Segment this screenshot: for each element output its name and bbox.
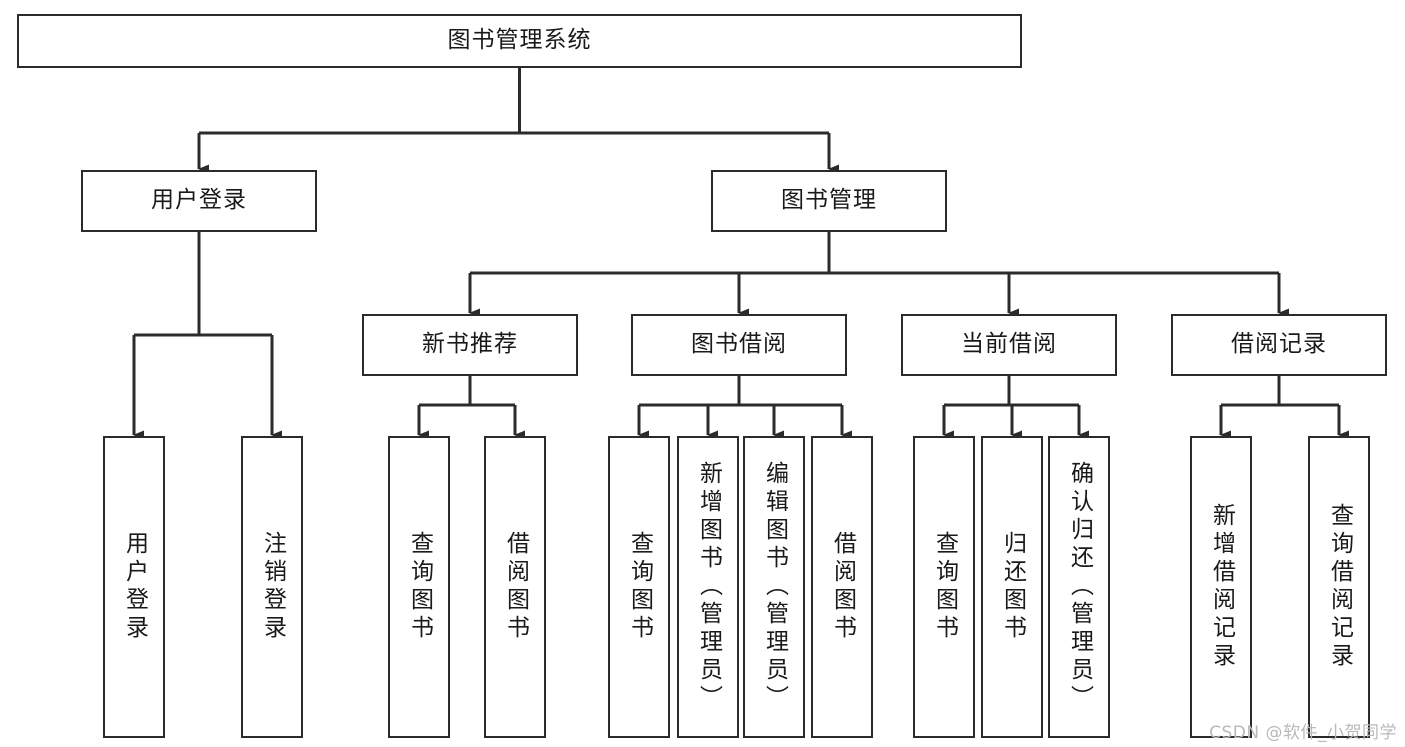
node-label: 借阅图书 [502, 531, 529, 643]
node-label: 图书管理 [781, 187, 877, 214]
node-label: 图书借阅 [691, 331, 787, 358]
node-label: 查询借阅记录 [1326, 503, 1353, 671]
node-leaf-bo-query: 查询图书 [608, 436, 670, 738]
node-label: 用户登录 [121, 531, 148, 643]
node-newbook: 新书推荐 [362, 314, 578, 376]
node-label: 归还图书 [999, 531, 1026, 643]
node-label: 查询图书 [931, 531, 958, 643]
node-label: 查询图书 [626, 531, 653, 643]
node-leaf-bo-add: 新增图书（管理员） [677, 436, 739, 738]
node-label: 新书推荐 [422, 331, 518, 358]
node-label: 编辑图书（管理员） [761, 461, 788, 713]
node-leaf-nb-borrow: 借阅图书 [484, 436, 546, 738]
node-leaf-cu-query: 查询图书 [913, 436, 975, 738]
node-label: 借阅记录 [1231, 331, 1327, 358]
node-login: 用户登录 [81, 170, 317, 232]
node-label: 用户登录 [151, 187, 247, 214]
node-leaf-bo-edit: 编辑图书（管理员） [743, 436, 805, 738]
node-label: 注销登录 [259, 531, 286, 643]
node-current: 当前借阅 [901, 314, 1117, 376]
node-label: 确认归还（管理员） [1066, 461, 1093, 713]
node-leaf-re-query: 查询借阅记录 [1308, 436, 1370, 738]
node-leaf-bo-borrow: 借阅图书 [811, 436, 873, 738]
node-label: 借阅图书 [829, 531, 856, 643]
node-leaf-cu-confirm: 确认归还（管理员） [1048, 436, 1110, 738]
node-label: 图书管理系统 [447, 27, 592, 54]
node-leaf-cu-return: 归还图书 [981, 436, 1043, 738]
node-label: 新增图书（管理员） [695, 461, 722, 713]
node-leaf-user-login: 用户登录 [103, 436, 165, 738]
node-label: 查询图书 [406, 531, 433, 643]
node-label: 新增借阅记录 [1208, 503, 1235, 671]
csdn-watermark: CSDN @软件_小贺同学 [1209, 723, 1397, 743]
node-leaf-user-logout: 注销登录 [241, 436, 303, 738]
node-root: 图书管理系统 [17, 14, 1022, 68]
node-borrow: 图书借阅 [631, 314, 847, 376]
node-leaf-re-add: 新增借阅记录 [1190, 436, 1252, 738]
node-bookmgmt: 图书管理 [711, 170, 947, 232]
node-label: 当前借阅 [961, 331, 1057, 358]
node-leaf-nb-query: 查询图书 [388, 436, 450, 738]
node-records: 借阅记录 [1171, 314, 1387, 376]
